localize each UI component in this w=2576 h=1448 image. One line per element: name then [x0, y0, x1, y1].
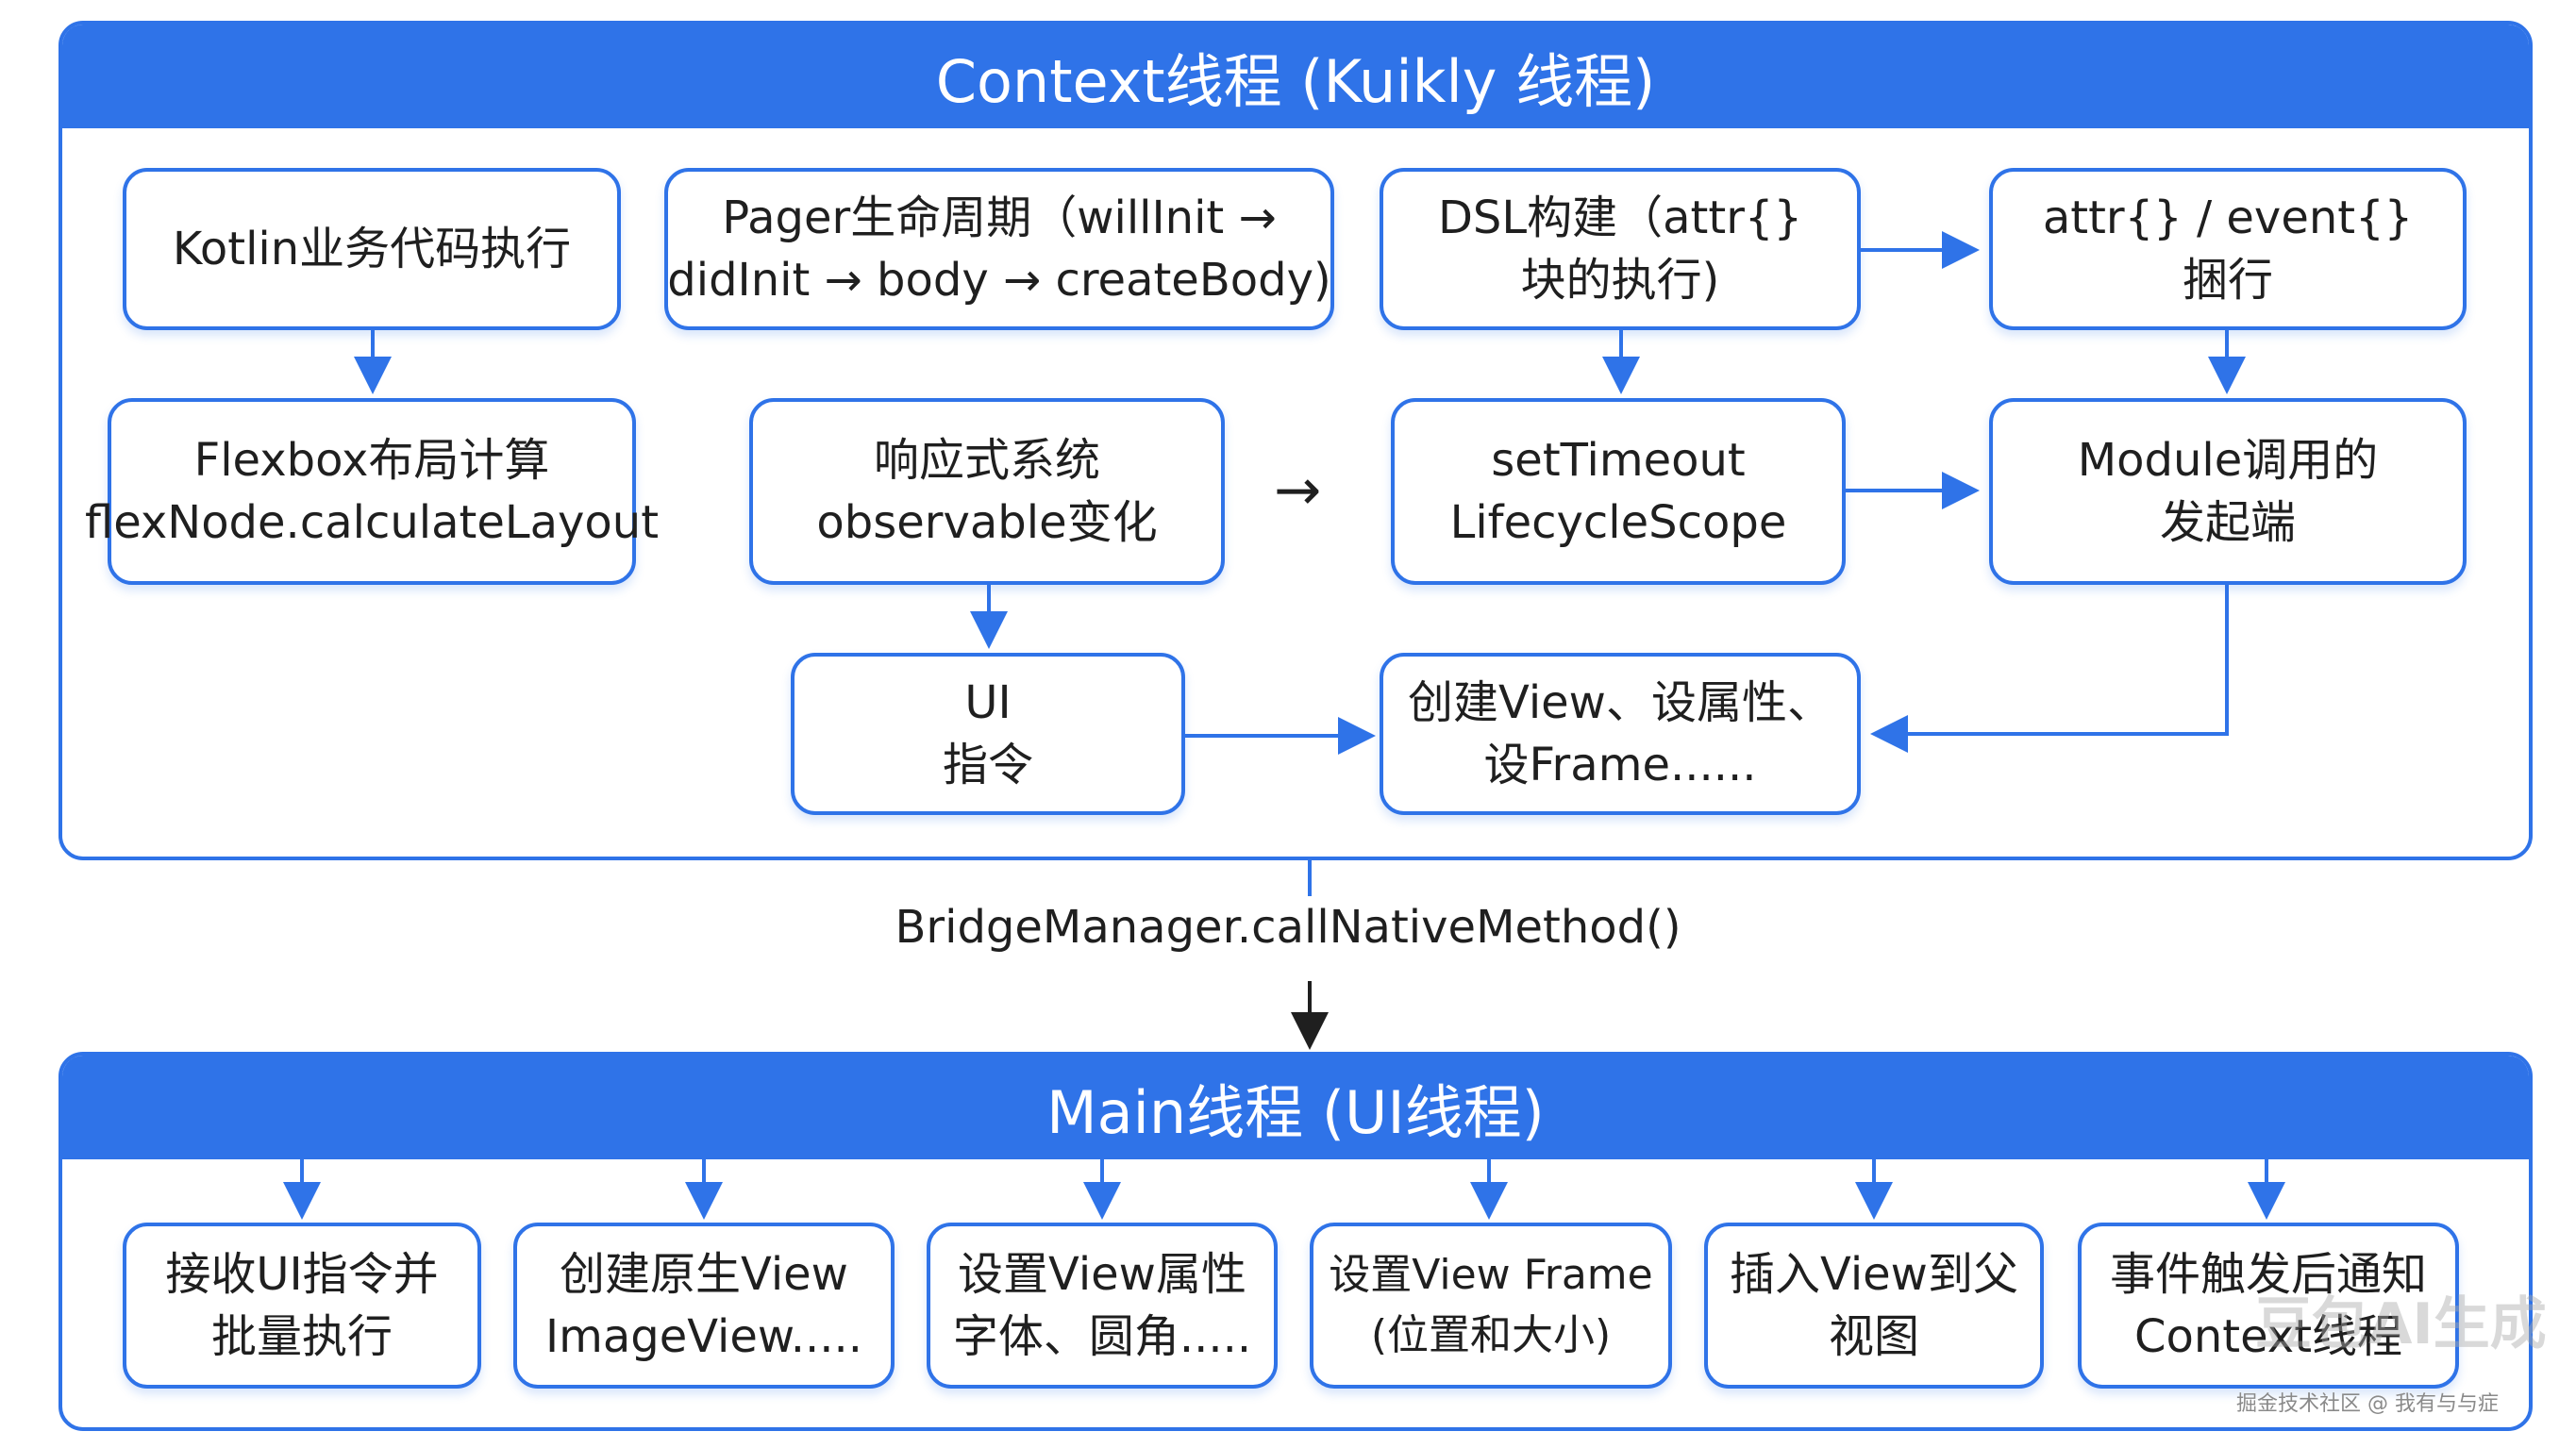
- ui-instruction-box: UI 指令: [791, 653, 1185, 815]
- main-thread-title: Main线程 (UI线程): [62, 1056, 2529, 1159]
- reactive-system-box: 响应式系统 observable变化: [749, 398, 1225, 585]
- box-text: setTimeout: [1491, 434, 1746, 487]
- main-step-receive-ui-instructions: 接收UI指令并 批量执行: [123, 1223, 481, 1389]
- main-step-create-native-view: 创建原生View ImageView.....: [513, 1223, 895, 1389]
- box-text: DSL构建（attr{}: [1437, 191, 1803, 244]
- box-text: 事件触发后通知: [2109, 1248, 2427, 1301]
- main-step-set-view-frame: 设置View Frame (位置和大小): [1310, 1223, 1672, 1389]
- main-step-insert-view: 插入View到父 视图: [1704, 1223, 2044, 1389]
- box-text: 设Frame......: [1483, 739, 1757, 791]
- box-text: Module调用的: [2077, 434, 2379, 487]
- box-text: 捆行: [2182, 254, 2273, 307]
- box-text: 设置View Frame: [1329, 1251, 1653, 1299]
- inline-arrow: →: [1274, 458, 1322, 524]
- box-text: Kotlin业务代码执行: [172, 223, 572, 275]
- box-text: Flexbox布局计算: [193, 434, 550, 487]
- box-text: 批量执行: [210, 1310, 393, 1363]
- box-text: 字体、圆角.....: [952, 1310, 1252, 1363]
- bridge-method-label: BridgeManager.callNativeMethod(): [895, 901, 1681, 954]
- source-watermark: 掘金技术社区 @ 我有与与症: [2236, 1392, 2499, 1416]
- main-step-set-view-attributes: 设置View属性 字体、圆角.....: [927, 1223, 1278, 1389]
- context-thread-title: Context线程 (Kuikly 线程): [62, 25, 2529, 128]
- box-text: ImageView.....: [544, 1310, 863, 1363]
- module-call-box: Module调用的 发起端: [1989, 398, 2467, 585]
- box-text: attr{} / event{}: [2042, 191, 2414, 244]
- box-text: didInit → body → createBody): [667, 254, 1331, 307]
- box-text: 发起端: [2159, 496, 2296, 549]
- box-text: 插入View到父: [1730, 1248, 2018, 1301]
- box-text: 响应式系统: [873, 434, 1100, 487]
- box-text: 设置View属性: [958, 1248, 1246, 1301]
- attr-event-box: attr{} / event{} 捆行: [1989, 168, 2467, 330]
- box-text: 指令: [942, 739, 1033, 791]
- ai-generated-stamp: 豆包AI生成: [2255, 1291, 2547, 1357]
- box-text: 块的执行): [1520, 254, 1720, 307]
- box-text: LifecycleScope: [1449, 496, 1787, 549]
- kotlin-business-code-box: Kotlin业务代码执行: [123, 168, 621, 330]
- main-step-notify-context: 事件触发后通知 Context线程: [2078, 1223, 2459, 1389]
- box-text: 接收UI指令并: [165, 1248, 439, 1301]
- dsl-build-box: DSL构建（attr{} 块的执行): [1380, 168, 1861, 330]
- box-text: Context线程: [2133, 1310, 2403, 1363]
- create-view-box: 创建View、设属性、 设Frame......: [1380, 653, 1861, 815]
- arrow-module-to-createview: [1870, 585, 2229, 753]
- box-text: 创建View、设属性、: [1408, 676, 1832, 729]
- box-text: observable变化: [816, 496, 1158, 549]
- flexbox-layout-box: Flexbox布局计算 flexNode.calculateLayout: [85, 398, 659, 585]
- box-text: Pager生命周期（willInit →: [722, 191, 1277, 244]
- box-text: 视图: [1828, 1310, 1919, 1363]
- box-text: UI: [964, 676, 1012, 729]
- box-text: flexNode.calculateLayout: [84, 496, 660, 549]
- pager-lifecycle-box: Pager生命周期（willInit → didInit → body → cr…: [664, 168, 1334, 330]
- box-text: (位置和大小): [1370, 1311, 1612, 1359]
- box-text: 创建原生View: [560, 1248, 848, 1301]
- settimeout-box: setTimeout LifecycleScope: [1391, 398, 1846, 585]
